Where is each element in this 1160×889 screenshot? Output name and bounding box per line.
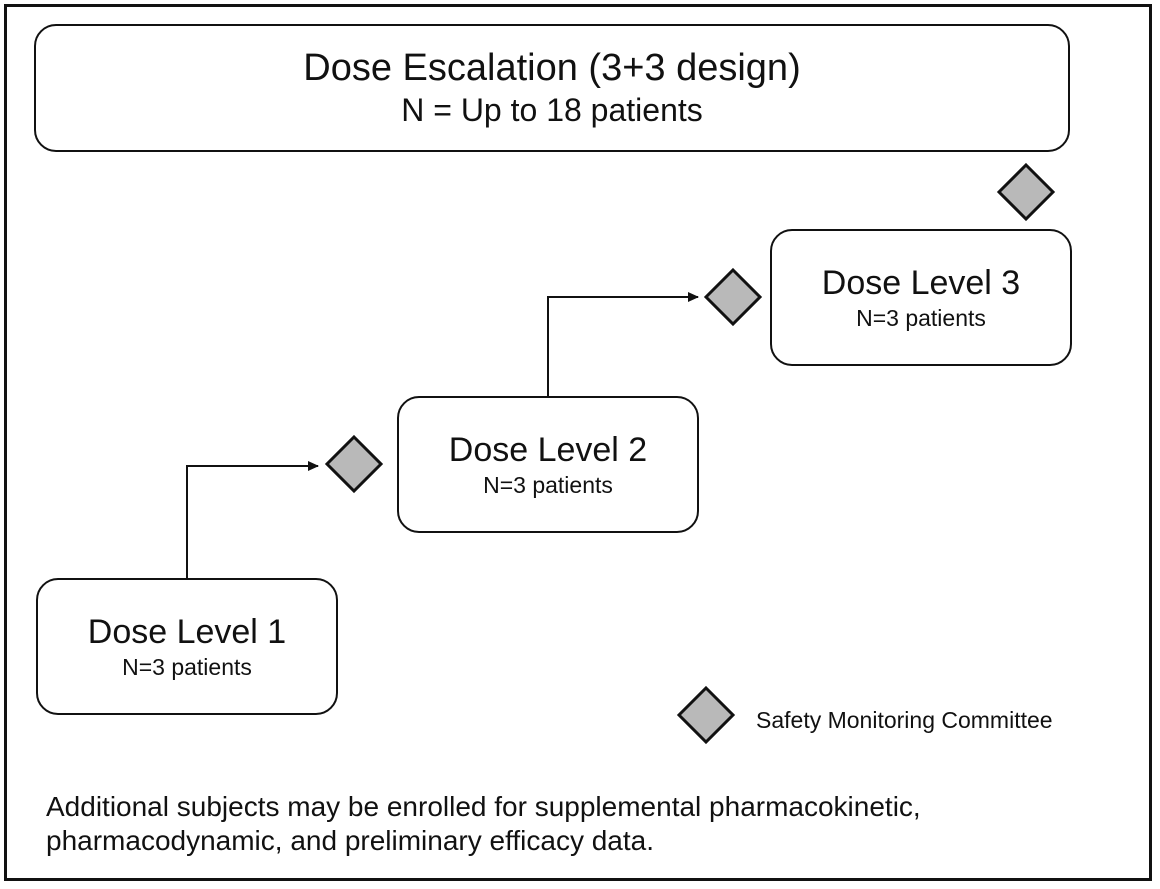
dose-level-title: Dose Level 1 [87,612,287,651]
footnote-text: Additional subjects may be enrolled for … [46,791,921,856]
dose-level-1-box: Dose Level 1 N=3 patients [36,578,338,715]
dose-level-3-box: Dose Level 3 N=3 patients [770,229,1072,366]
header-subtitle: N = Up to 18 patients [401,92,703,128]
dose-level-patients: N=3 patients [856,304,986,331]
dose-level-2-box: Dose Level 2 N=3 patients [397,396,699,533]
dose-level-patients: N=3 patients [483,471,613,498]
header-title: Dose Escalation (3+3 design) [303,47,801,89]
diagram-frame [4,4,1152,881]
dose-level-title: Dose Level 2 [448,430,648,469]
dose-escalation-header-box: Dose Escalation (3+3 design) N = Up to 1… [34,24,1070,152]
arrow-level-1-to-level-2 [186,461,319,578]
legend-label: Safety Monitoring Committee [756,707,1053,733]
safety-committee-diamond-icon [996,162,1056,222]
legend-diamond-icon [676,685,736,745]
arrow-level-2-to-level-3 [547,292,699,396]
safety-committee-diamond-icon [324,434,384,494]
safety-committee-diamond-icon [703,267,763,327]
dose-level-patients: N=3 patients [122,653,252,680]
dose-level-title: Dose Level 3 [821,263,1021,302]
